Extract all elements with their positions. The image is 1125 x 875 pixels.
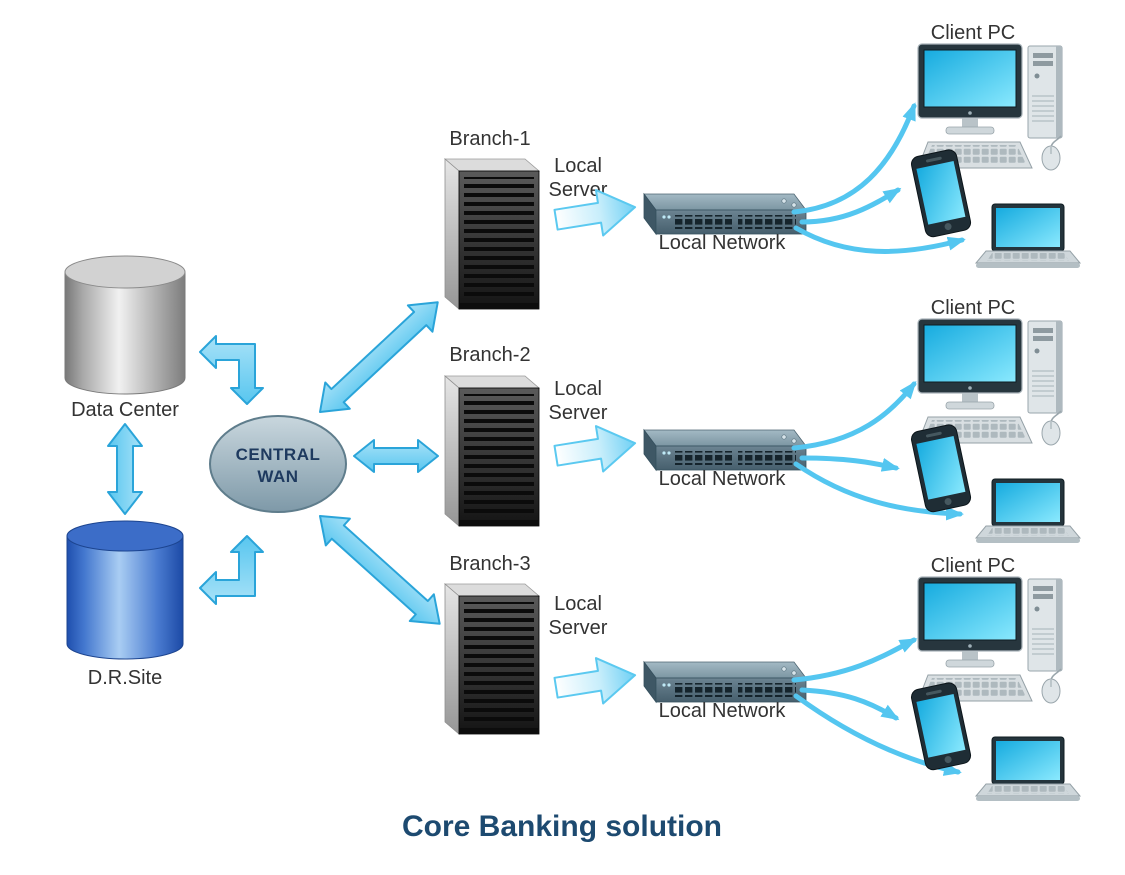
network-switch-icon [643,661,807,703]
local-server-label-line1: Local [554,378,602,400]
arrow-datacenter-drsite-icon [107,423,143,515]
data-center-node: Data Center [64,255,186,421]
server-icon [444,158,540,310]
curved-arrow-to-laptop-icon [793,225,966,254]
local-network-label: Local Network [659,468,787,490]
central-wan-label-line2: WAN [257,467,298,486]
server-icon [444,375,540,527]
client-pc-label: Client PC [931,555,1015,577]
curved-arrow-to-desktop-icon [791,102,917,215]
curved-arrow-to-phone-icon [799,687,900,721]
dr-site-cylinder-icon [66,535,184,660]
laptop-icon [975,203,1081,269]
curved-arrow-to-desktop-icon [791,380,917,451]
server-icon [444,583,540,735]
branch-1-group: Branch-1 Local Server Local Network Clie… [444,22,1081,310]
branch-name-label: Branch-3 [449,553,530,575]
central-wan-label-line1: CENTRAL [236,445,321,464]
local-network-label: Local Network [659,232,787,254]
arrow-datacenter-wan-icon [199,335,264,405]
network-switch-icon [643,429,807,471]
curved-arrow-to-phone-icon [799,187,902,225]
network-switch-icon [643,193,807,235]
laptop-icon [975,736,1081,802]
dr-site-label: D.R.Site [88,667,162,689]
branch-name-label: Branch-2 [449,344,530,366]
branch-name-label: Branch-1 [449,128,530,150]
data-center-cylinder-top [64,255,186,289]
dr-site-node: D.R.Site [66,520,184,689]
central-wan-ellipse [209,415,347,513]
arrow-wan-branch1-icon [319,301,439,413]
desktop-pc-icon [917,576,1063,704]
branch-3-group: Branch-3 Local Server Local Network Clie… [444,553,1081,802]
local-server-label-line2: Server [549,617,608,639]
client-pc-label: Client PC [931,297,1015,319]
data-center-cylinder-icon [64,271,186,395]
diagram-title: Core Banking solution [402,810,722,843]
arrow-wan-branch3-icon [319,515,441,625]
desktop-pc-icon [917,318,1063,446]
local-server-label-line2: Server [549,402,608,424]
local-server-label-line1: Local [554,593,602,615]
arrow-drsite-wan-icon [199,535,264,605]
server-to-network-arrow-icon [551,651,640,712]
curved-arrow-to-phone-icon [799,455,900,472]
server-to-network-arrow-icon [551,419,640,480]
local-server-label-line2: Server [549,179,608,201]
curved-arrow-to-desktop-icon [791,637,918,683]
arrow-wan-branch2-icon [353,439,439,473]
central-wan-node: CENTRAL WAN [209,415,347,513]
laptop-icon [975,478,1081,544]
data-center-label: Data Center [71,399,179,421]
dr-site-cylinder-top [66,520,184,552]
local-server-label-line1: Local [554,155,602,177]
client-pc-label: Client PC [931,22,1015,44]
local-network-label: Local Network [659,700,787,722]
curved-arrow-to-laptop-icon [793,461,964,521]
desktop-pc-icon [917,43,1063,171]
branch-2-group: Branch-2 Local Server Local Network Clie… [444,297,1081,544]
